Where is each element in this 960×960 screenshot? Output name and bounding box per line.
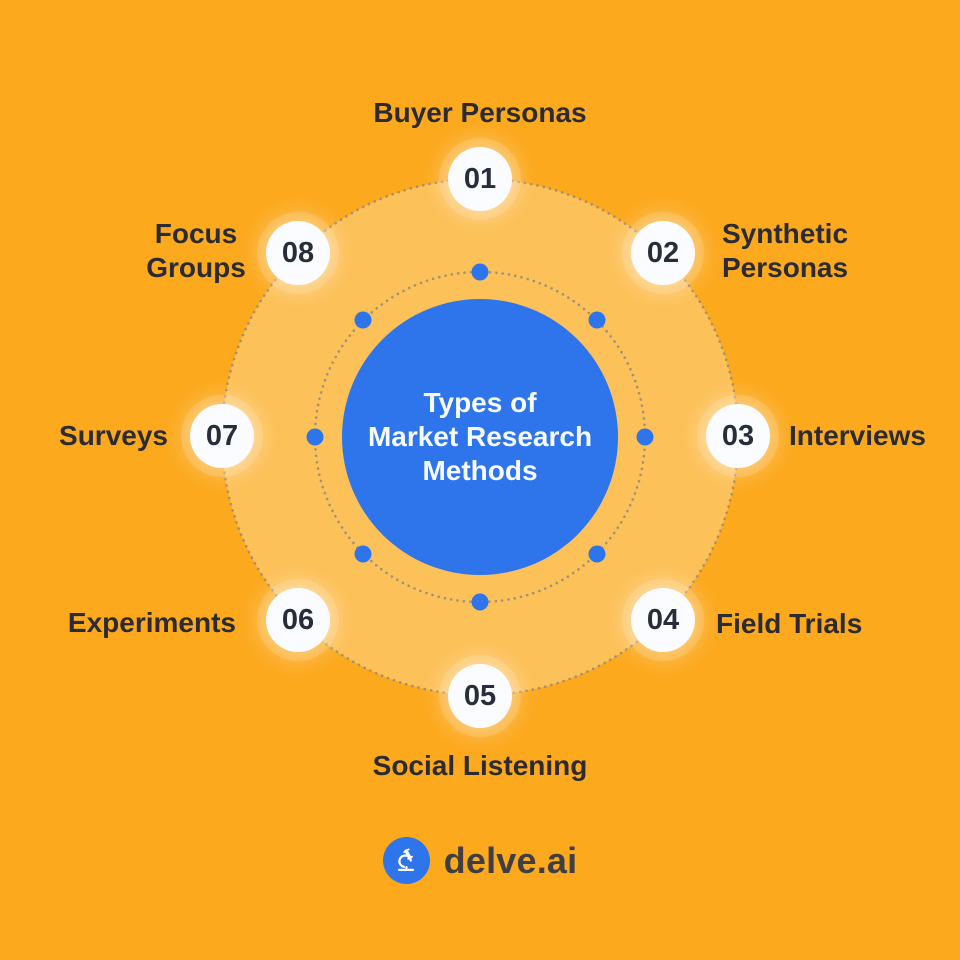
method-label-synthetic-personas: Synthetic Personas — [722, 218, 849, 283]
method-number-badge-07: 07 — [190, 404, 254, 468]
method-number-badge-06: 06 — [266, 588, 330, 652]
center-title-line: Types of — [423, 387, 537, 418]
method-number-badge-01: 01 — [448, 147, 512, 211]
method-number-badge-05: 05 — [448, 664, 512, 728]
method-label-surveys: Surveys — [59, 420, 168, 451]
center-title-circle: Types of Market Research Methods — [342, 299, 618, 575]
blue-dot — [636, 428, 654, 446]
brand-footer: delve.ai — [0, 837, 960, 884]
brand-name: delve.ai — [443, 839, 578, 881]
blue-dot — [471, 263, 489, 281]
method-number-badge-04: 04 — [631, 588, 695, 652]
method-number-badge-08: 08 — [266, 221, 330, 285]
blue-dot — [354, 545, 372, 563]
method-label-buyer-personas: Buyer Personas — [373, 97, 587, 128]
brand-logo — [382, 837, 430, 884]
method-number-badge-03: 03 — [706, 404, 770, 468]
center-title-line: Market Research — [367, 421, 593, 452]
method-label-interviews: Interviews — [789, 420, 926, 451]
blue-dot — [471, 593, 489, 611]
method-label-social-listening: Social Listening — [372, 750, 588, 781]
method-label-focus-groups: Focus Groups — [146, 218, 246, 283]
blue-dot — [354, 311, 372, 329]
blue-dot — [306, 428, 324, 446]
center-title-line: Methods — [422, 455, 538, 486]
microscope-icon — [398, 848, 415, 871]
blue-dot — [588, 311, 606, 329]
blue-dot — [588, 545, 606, 563]
method-label-experiments: Experiments — [67, 607, 236, 638]
method-number-badge-02: 02 — [631, 221, 695, 285]
method-label-field-trials: Field Trials — [716, 608, 863, 639]
